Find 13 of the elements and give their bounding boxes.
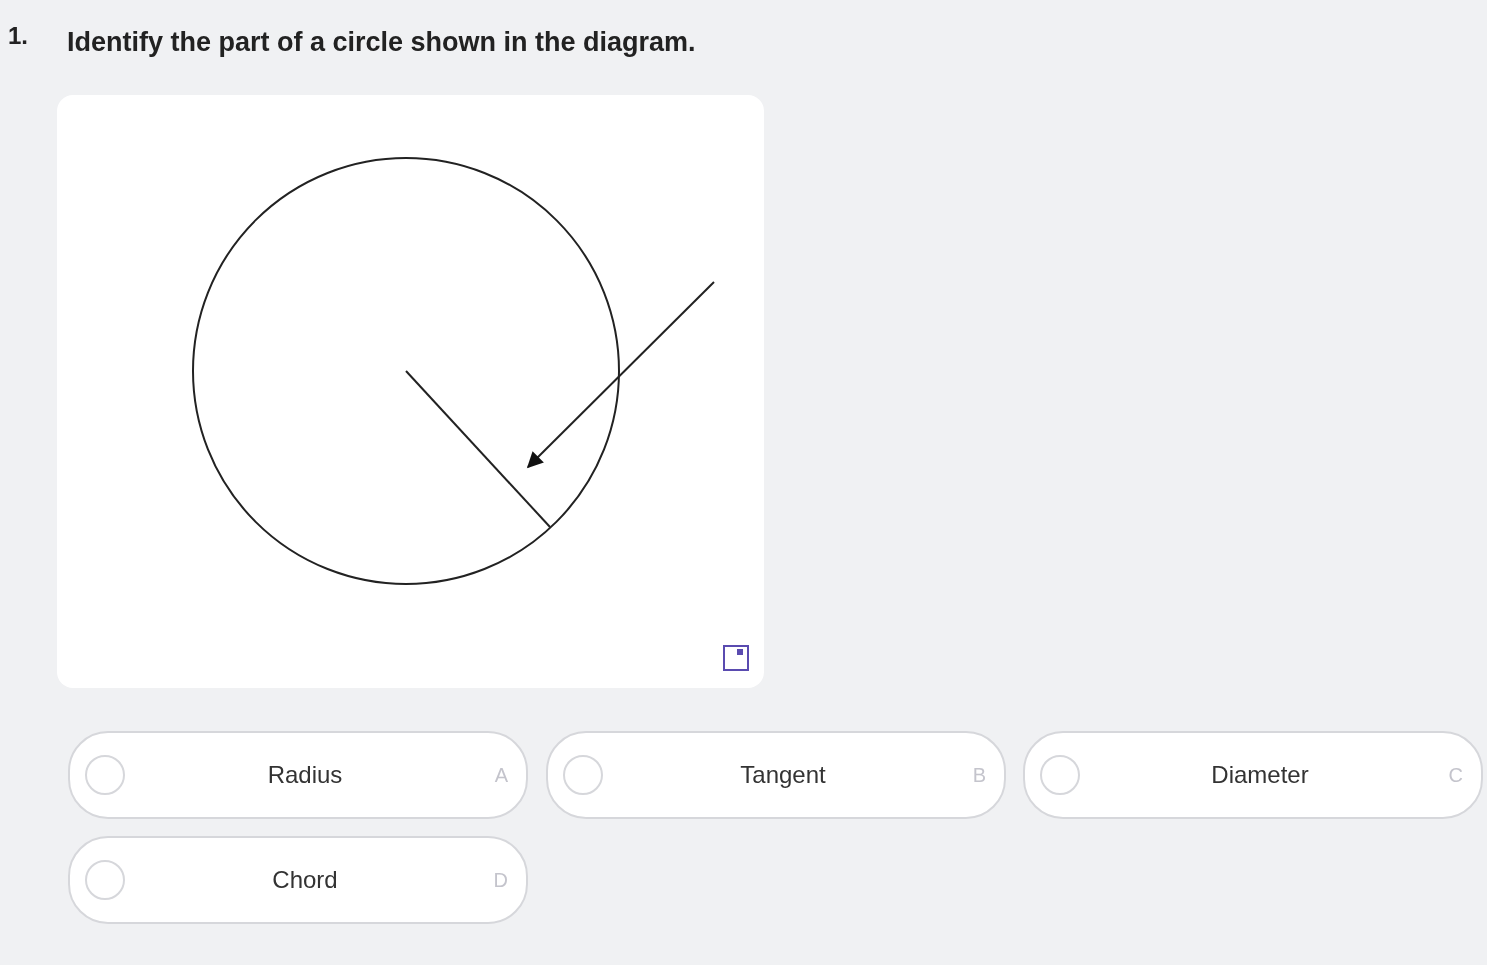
question-text: Identify the part of a circle shown in the diagram. <box>67 26 696 59</box>
circle-outline <box>192 157 620 585</box>
pointer-arrow <box>526 281 715 469</box>
option-text: Diameter <box>1210 760 1310 790</box>
option-text: Tangent <box>739 760 827 790</box>
radius-segment <box>406 371 550 527</box>
option-letter: C <box>1448 763 1463 788</box>
option-text: Chord <box>271 865 339 895</box>
option-letter: D <box>493 868 508 893</box>
option-letter: A <box>494 763 508 788</box>
option-letter: B <box>972 763 986 788</box>
option-text: Radius <box>266 760 344 790</box>
question-number: 1. <box>8 21 28 51</box>
